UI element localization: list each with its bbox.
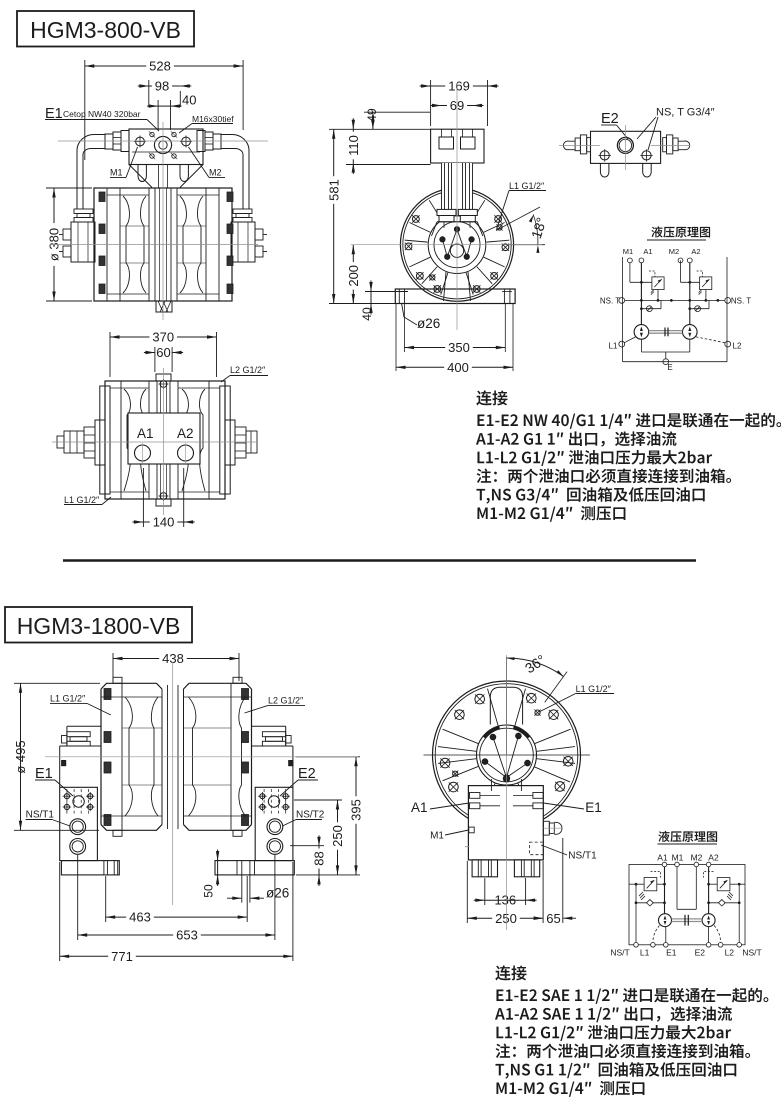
- svg-text:250: 250: [330, 825, 345, 847]
- svg-text:HGM3-800-VB: HGM3-800-VB: [30, 17, 181, 43]
- svg-text:A1: A1: [657, 853, 668, 863]
- svg-text:40: 40: [360, 307, 374, 321]
- svg-text:M1: M1: [110, 168, 123, 178]
- svg-text:A1: A1: [643, 247, 652, 256]
- svg-text:49: 49: [365, 108, 379, 122]
- svg-text:395: 395: [349, 799, 364, 821]
- svg-text:A2: A2: [708, 853, 719, 863]
- svg-text:L1 G1/2″: L1 G1/2″: [576, 684, 612, 694]
- svg-text:E1: E1: [666, 948, 677, 958]
- svg-text:65: 65: [546, 911, 560, 926]
- svg-text:E: E: [667, 363, 672, 372]
- svg-text:ø26: ø26: [266, 885, 289, 900]
- svg-text:L2 G1/2″: L2 G1/2″: [230, 365, 266, 375]
- svg-text:60: 60: [156, 345, 170, 360]
- svg-text:NS/T2: NS/T2: [296, 810, 325, 821]
- svg-text:140: 140: [153, 515, 175, 530]
- svg-text:M2: M2: [691, 853, 703, 863]
- svg-text:E1: E1: [585, 800, 602, 815]
- svg-text:88: 88: [312, 851, 327, 865]
- svg-text:438: 438: [162, 651, 184, 666]
- svg-text:200: 200: [346, 265, 361, 287]
- svg-text:M1: M1: [430, 831, 444, 842]
- svg-text:L1 G1/2″: L1 G1/2″: [64, 495, 100, 505]
- svg-text:NS. T: NS. T: [600, 297, 620, 306]
- svg-text:NS/T1: NS/T1: [26, 810, 55, 821]
- svg-text:A2: A2: [691, 247, 700, 256]
- svg-text:E2: E2: [695, 948, 706, 958]
- svg-text:463: 463: [129, 910, 151, 925]
- svg-text:370: 370: [152, 330, 174, 345]
- svg-text:L2: L2: [725, 948, 735, 958]
- svg-text:NS/T1: NS/T1: [568, 851, 597, 862]
- svg-text:40: 40: [182, 93, 196, 108]
- svg-text:771: 771: [111, 949, 133, 964]
- svg-text:Cetop NW40 320bar: Cetop NW40 320bar: [63, 109, 141, 119]
- svg-text:350: 350: [448, 340, 470, 355]
- svg-text:ø26: ø26: [417, 316, 440, 331]
- svg-text:E2: E2: [601, 111, 619, 127]
- svg-text:18°: 18°: [528, 215, 550, 240]
- svg-text:NS. T: NS. T: [731, 297, 751, 306]
- svg-text:E2: E2: [298, 766, 316, 782]
- svg-text:L2 G1/2″: L2 G1/2″: [268, 696, 304, 706]
- svg-text:NS/T: NS/T: [610, 948, 629, 958]
- svg-text:169: 169: [448, 79, 470, 94]
- svg-text:HGM3-1800-VB: HGM3-1800-VB: [17, 613, 181, 639]
- svg-text:653: 653: [176, 928, 198, 943]
- svg-text:98: 98: [155, 79, 169, 94]
- svg-text:E1: E1: [45, 106, 63, 122]
- svg-text:A1: A1: [137, 426, 154, 441]
- svg-text:A2: A2: [177, 426, 194, 441]
- svg-text:L1 G1/2″: L1 G1/2″: [509, 181, 545, 191]
- svg-text:250: 250: [495, 911, 517, 926]
- svg-text:400: 400: [447, 360, 469, 375]
- svg-text:50: 50: [202, 884, 216, 898]
- svg-text:136: 136: [494, 893, 516, 908]
- svg-text:E1: E1: [35, 766, 53, 782]
- svg-text:A1: A1: [411, 800, 428, 815]
- svg-text:M16x30tief: M16x30tief: [192, 114, 234, 124]
- svg-text:L1 G1/2″: L1 G1/2″: [50, 694, 86, 704]
- svg-text:NS/T: NS/T: [742, 948, 761, 958]
- svg-text:581: 581: [326, 179, 341, 201]
- svg-text:M1: M1: [672, 853, 684, 863]
- svg-text:NS, T G3/4″: NS, T G3/4″: [656, 107, 715, 119]
- svg-text:L1: L1: [640, 948, 650, 958]
- svg-text:L1: L1: [609, 342, 618, 351]
- svg-text:528: 528: [149, 59, 171, 74]
- svg-text:110: 110: [346, 135, 361, 156]
- svg-text:L2: L2: [733, 342, 742, 351]
- svg-text:ø 495: ø 495: [13, 740, 28, 773]
- svg-text:M2: M2: [669, 247, 679, 256]
- svg-text:M1: M1: [623, 247, 633, 256]
- svg-text:M2: M2: [209, 168, 222, 178]
